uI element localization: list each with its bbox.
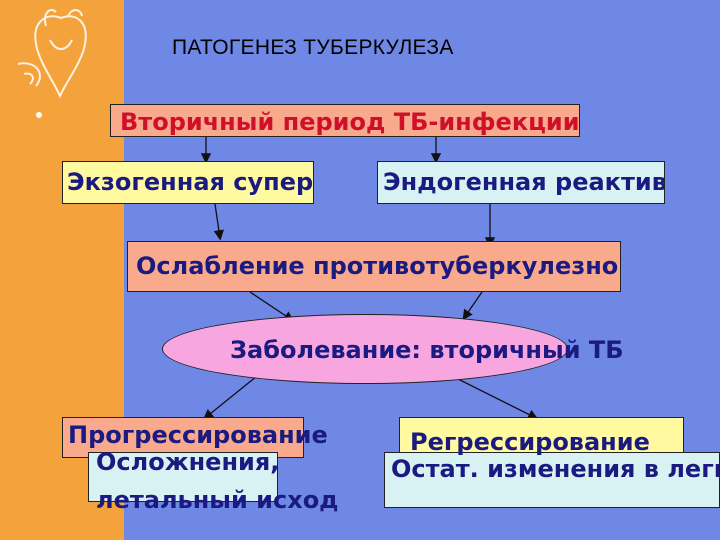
slide-title: ПАТОГЕНЕЗ ТУБЕРКУЛЕЗА [172, 36, 454, 59]
label-complications-line2: летальный исход [96, 486, 339, 514]
arrow-weakening-to-disease-right [462, 291, 483, 321]
label-disease: Заболевание: вторичный ТБ [230, 336, 624, 364]
arrow-disease-to-progression [202, 371, 263, 420]
slide-bullet [36, 112, 42, 118]
box-secondary-period [110, 104, 580, 137]
heart-logo-icon [17, 8, 87, 99]
label-secondary-period: Вторичный период ТБ-инфекции [120, 108, 580, 136]
label-exogenous: Экзогенная суперинфекция [67, 168, 314, 196]
box-endogenous: Эндогенная реактивация [377, 161, 665, 204]
label-complications-line1: Осложнения, [96, 448, 280, 476]
arrow-weakening-to-disease-left [249, 291, 295, 322]
label-weakening: Ослабление противотуберкулезного иммунит… [136, 252, 621, 280]
arrow-exogenous-to-weakening [213, 203, 225, 241]
label-progression: Прогрессирование [68, 421, 328, 449]
arrow-disease-to-regression [455, 377, 539, 420]
box-residual: Остат. изменения в легких [384, 452, 720, 508]
box-complications [88, 452, 278, 502]
label-residual: Остат. изменения в легких [391, 455, 719, 483]
box-progression [62, 417, 304, 458]
box-exogenous: Экзогенная суперинфекция [62, 161, 314, 204]
ellipse-disease [162, 314, 568, 384]
box-weakening: Ослабление противотуберкулезного иммунит… [127, 241, 621, 292]
label-endogenous: Эндогенная реактивация [383, 168, 664, 196]
label-regression: Регрессирование [410, 428, 650, 456]
